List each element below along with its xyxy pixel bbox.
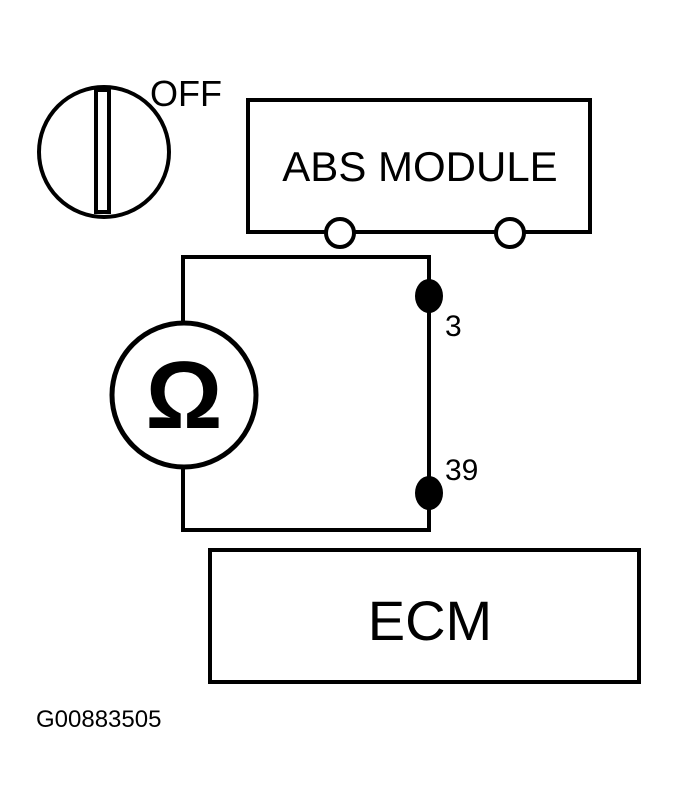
terminal-39-dot <box>415 476 443 510</box>
test-circuit-wire <box>181 255 431 532</box>
terminal-3-dot <box>415 279 443 313</box>
ohmmeter-icon <box>109 320 259 470</box>
figure-id: G00883505 <box>36 706 161 733</box>
ohmmeter: Ω <box>109 320 259 470</box>
ignition-switch <box>37 85 171 219</box>
ignition-position-label: OFF <box>150 73 222 114</box>
ecm-box <box>208 548 641 684</box>
abs-module-box <box>246 98 592 234</box>
terminal-39-label: 39 <box>445 454 478 487</box>
ecm-label: ECM <box>368 589 492 652</box>
terminal-3-label: 3 <box>445 310 462 343</box>
abs-module-label: ABS MODULE <box>282 143 557 190</box>
abs-connector-left <box>324 217 356 249</box>
ignition-key-slot <box>94 88 111 214</box>
abs-connector-right <box>494 217 526 249</box>
ohmmeter-symbol: Ω <box>146 342 223 449</box>
